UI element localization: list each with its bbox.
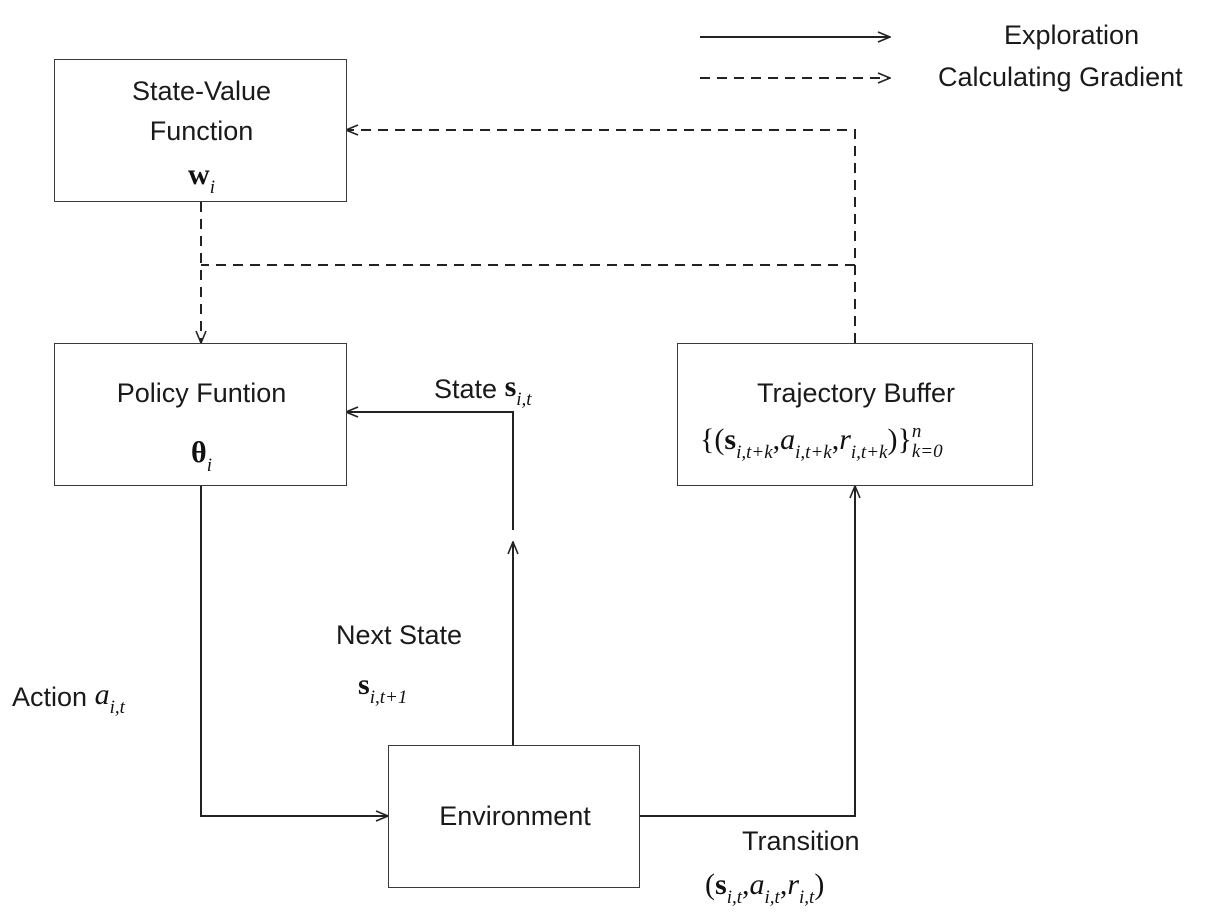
- policy-function-box: Policy Funtion θi: [54, 343, 347, 486]
- action-label-math: ai,t: [94, 678, 125, 718]
- transition-close: ): [814, 868, 825, 901]
- next-state-math: si,t+1: [358, 668, 407, 708]
- formula-comma-2: ,: [831, 422, 840, 456]
- transition-comma-2: ,: [779, 868, 788, 901]
- environment-box: Environment: [388, 745, 640, 888]
- gradient-to-value-arrow: [346, 130, 856, 343]
- transition-a-sub: i,t: [764, 887, 780, 908]
- transition-arrow: [640, 486, 855, 817]
- formula-s-sub: i,t+k: [736, 441, 773, 463]
- action-label: Action ai,t: [12, 678, 125, 718]
- state-value-function-box: State-Value Function wi: [54, 59, 347, 202]
- state-label-math: si,t: [504, 370, 532, 410]
- formula-upper: n: [911, 421, 922, 442]
- formula-r: r: [839, 422, 851, 456]
- theta-subscript: i: [206, 455, 212, 476]
- action-arrow: [200, 486, 388, 816]
- next-state-s-sub: i,t+1: [369, 687, 408, 708]
- theta-symbol: θ: [191, 436, 207, 469]
- formula-a-sub: i,t+k: [795, 441, 832, 463]
- transition-s: s: [715, 868, 727, 901]
- transition-open: (: [705, 868, 715, 901]
- formula-a: a: [780, 422, 796, 456]
- formula-comma-1: ,: [772, 422, 781, 456]
- next-state-label: Next State: [336, 620, 463, 650]
- formula-open-brace: {(: [700, 422, 725, 456]
- transition-r: r: [787, 868, 799, 901]
- state-value-title-line2: Function: [149, 116, 254, 146]
- transition-a: a: [749, 868, 765, 901]
- environment-title: Environment: [439, 801, 591, 831]
- policy-param: θi: [55, 436, 348, 476]
- legend-exploration-label: Exploration: [1004, 20, 1140, 50]
- policy-title: Policy Funtion: [116, 378, 287, 408]
- action-a: a: [94, 678, 110, 711]
- transition-r-sub: i,t: [799, 887, 815, 908]
- formula-s: s: [724, 422, 737, 456]
- w-subscript: i: [209, 177, 215, 198]
- state-value-title-line1: State-Value: [131, 76, 272, 106]
- legend-gradient-label: Calculating Gradient: [938, 62, 1183, 92]
- state-s-sub: i,t: [516, 389, 532, 410]
- transition-label: Transition: [742, 826, 860, 856]
- formula-close-brace: )}: [887, 422, 912, 456]
- next-state-s: s: [358, 668, 370, 701]
- formula-lower: k=0: [911, 441, 943, 462]
- state-arrow: [346, 412, 514, 530]
- transition-s-sub: i,t: [726, 887, 742, 908]
- action-label-text: Action: [12, 682, 88, 712]
- state-s: s: [504, 370, 517, 403]
- transition-comma-1: ,: [742, 868, 750, 901]
- trajectory-title: Trajectory Buffer: [756, 378, 956, 408]
- transition-math: (si,t,ai,t,ri,t): [705, 868, 825, 908]
- state-label: State si,t: [434, 370, 532, 410]
- state-label-text: State: [434, 374, 498, 404]
- trajectory-buffer-box: Trajectory Buffer {(si,t+k,ai,t+k,ri,t+k…: [677, 343, 1033, 486]
- action-a-sub: i,t: [109, 697, 125, 718]
- w-symbol: w: [188, 158, 210, 191]
- state-value-param: wi: [55, 158, 348, 198]
- formula-r-sub: i,t+k: [850, 441, 888, 463]
